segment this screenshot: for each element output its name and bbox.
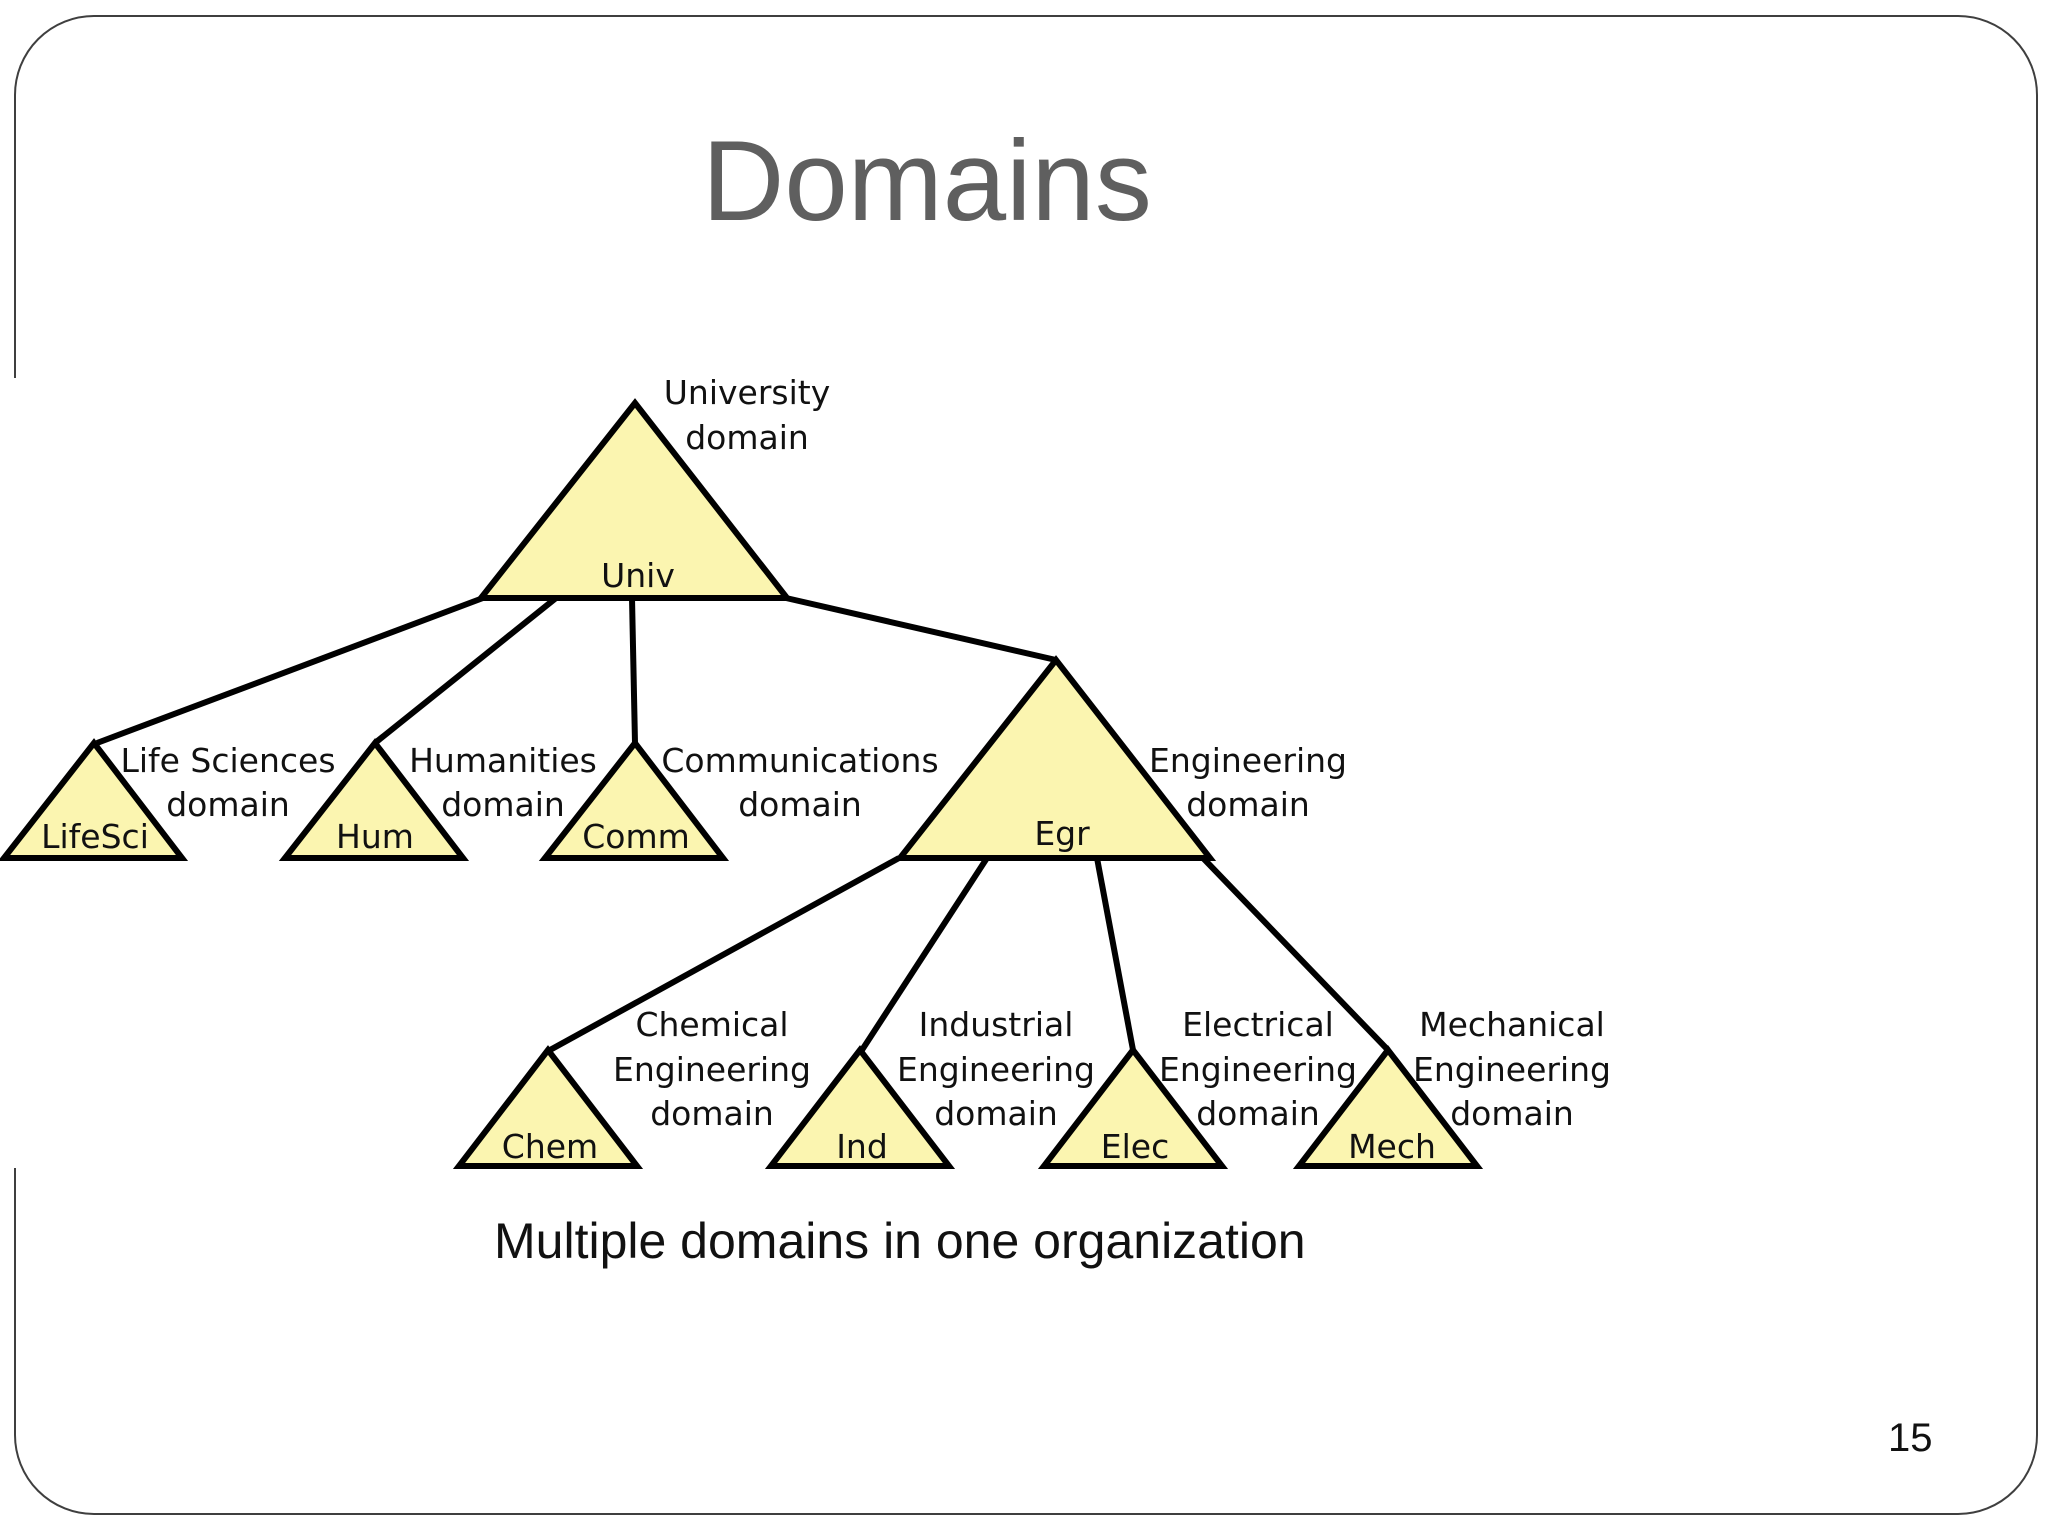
node-label-elec: Elec bbox=[1101, 1127, 1169, 1166]
desc-hum-line: domain bbox=[441, 785, 565, 824]
desc-comm: Communications domain bbox=[661, 741, 938, 824]
desc-elec-line: Engineering bbox=[1159, 1050, 1357, 1089]
node-label-egr: Egr bbox=[1034, 814, 1090, 853]
desc-comm-line: domain bbox=[738, 785, 862, 824]
triangle-mech bbox=[1292, 1045, 1484, 1169]
edge-univ-comm bbox=[629, 597, 638, 744]
triangle-univ bbox=[474, 398, 794, 601]
node-label-mech: Mech bbox=[1348, 1127, 1436, 1166]
page-number: 15 bbox=[1888, 1416, 1933, 1460]
desc-chem-line: Chemical bbox=[635, 1005, 788, 1044]
edge-univ-lifesci bbox=[95, 595, 485, 746]
desc-comm-line: Communications bbox=[661, 741, 938, 780]
desc-univ-line: domain bbox=[685, 418, 809, 457]
desc-chem: Chemical Engineering domain bbox=[613, 1005, 811, 1133]
node-label-hum: Hum bbox=[336, 817, 414, 856]
desc-mech: Mechanical Engineering domain bbox=[1413, 1005, 1611, 1133]
desc-elec-line: Electrical bbox=[1182, 1005, 1334, 1044]
diagram-caption: Multiple domains in one organization bbox=[494, 1213, 1306, 1269]
triangle-comm bbox=[538, 738, 730, 861]
desc-ind-line: domain bbox=[934, 1094, 1058, 1133]
desc-elec-line: domain bbox=[1196, 1094, 1320, 1133]
desc-univ-line: University bbox=[664, 373, 830, 412]
desc-chem-line: Engineering bbox=[613, 1050, 811, 1089]
desc-lifesci-line: Life Sciences bbox=[120, 741, 335, 780]
desc-mech-line: domain bbox=[1450, 1094, 1574, 1133]
desc-hum-line: Humanities bbox=[409, 741, 597, 780]
edge-egr-ind bbox=[859, 856, 990, 1052]
desc-egr: Engineering domain bbox=[1149, 741, 1347, 824]
edge-univ-hum bbox=[373, 595, 558, 746]
desc-chem-line: domain bbox=[650, 1094, 774, 1133]
desc-ind-line: Industrial bbox=[919, 1005, 1074, 1044]
edge-egr-mech bbox=[1200, 855, 1391, 1053]
desc-egr-line: Engineering bbox=[1149, 741, 1347, 780]
triangle-hum bbox=[278, 738, 470, 861]
node-label-chem: Chem bbox=[502, 1127, 598, 1166]
frame-gap bbox=[0, 378, 20, 1168]
desc-elec: Electrical Engineering domain bbox=[1159, 1005, 1357, 1133]
desc-hum: Humanities domain bbox=[409, 741, 597, 824]
node-label-comm: Comm bbox=[582, 817, 690, 856]
desc-ind: Industrial Engineering domain bbox=[897, 1005, 1095, 1133]
node-label-ind: Ind bbox=[836, 1127, 888, 1166]
desc-mech-line: Engineering bbox=[1413, 1050, 1611, 1089]
triangle-chem bbox=[452, 1045, 644, 1169]
node-label-lifesci: LifeSci bbox=[41, 817, 149, 856]
edge-egr-chem bbox=[548, 855, 901, 1053]
triangle-lifesci bbox=[0, 738, 189, 861]
desc-lifesci-line: domain bbox=[166, 785, 290, 824]
triangle-egr bbox=[893, 655, 1217, 861]
slide-title: Domains bbox=[702, 118, 1152, 245]
triangle-elec bbox=[1037, 1045, 1229, 1169]
desc-ind-line: Engineering bbox=[897, 1050, 1095, 1089]
node-label-univ: Univ bbox=[601, 556, 675, 595]
triangle-ind bbox=[764, 1045, 956, 1169]
edge-egr-elec bbox=[1094, 857, 1136, 1051]
edge-univ-egr bbox=[785, 595, 1057, 663]
desc-mech-line: Mechanical bbox=[1419, 1005, 1605, 1044]
desc-egr-line: domain bbox=[1186, 785, 1310, 824]
desc-lifesci: Life Sciences domain bbox=[120, 741, 335, 824]
desc-univ: University domain bbox=[664, 373, 830, 457]
